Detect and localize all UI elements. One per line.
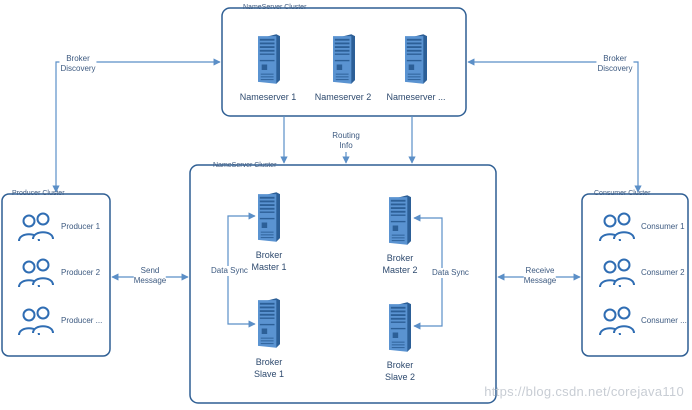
nameserver-1-icon [258, 34, 280, 84]
broker-master1-icon [258, 192, 280, 242]
routing-info-line2: Info [339, 141, 353, 150]
consumer-n-label: Consumer ... [641, 316, 687, 325]
broker-master1-line1: Broker [255, 250, 283, 260]
nameserver-n-icon [405, 34, 427, 84]
broker-cluster-box [189, 164, 497, 404]
send-message-line1: Send [140, 266, 160, 275]
consumer-cluster-title: Consumer Cluster [594, 190, 651, 197]
broker-master1-label: Broker Master 1 [251, 249, 286, 273]
broker-master2-icon [389, 195, 411, 245]
broker-discovery-left-label: Broker Discovery [59, 54, 97, 74]
broker-discovery-right-line2: Discovery [597, 64, 633, 73]
broker-discovery-right-edge [467, 58, 642, 193]
broker-master2-line1: Broker [386, 253, 414, 263]
routing-info-label: Routing Info [332, 131, 360, 151]
consumer-1-label: Consumer 1 [641, 222, 685, 231]
producer-1-label: Producer 1 [61, 222, 101, 231]
receive-message-line2: Message [523, 276, 557, 285]
producer-cluster-title: Producer Cluster [12, 190, 65, 197]
broker-slave2-icon [389, 302, 411, 352]
data-sync-left-label: Data Sync [211, 266, 248, 276]
broker-master2-label: Broker Master 2 [382, 252, 417, 276]
nameserver-n-label: Nameserver ... [386, 92, 446, 102]
broker-slave2-line2: Slave 2 [384, 372, 416, 382]
broker-slave1-icon [258, 298, 280, 348]
broker-master2-line2: Master 2 [382, 265, 418, 275]
routing-info-line1: Routing [332, 131, 360, 140]
producer-n-label: Producer ... [61, 316, 103, 325]
nameserver-2-label: Nameserver 2 [314, 92, 372, 102]
broker-slave1-line2: Slave 1 [253, 369, 285, 379]
nameserver-2-icon [333, 34, 355, 84]
broker-slave2-line1: Broker [386, 360, 414, 370]
data-sync-right-label: Data Sync [432, 268, 469, 278]
send-message-label: Send Message [133, 266, 167, 286]
broker-master1-line2: Master 1 [251, 262, 287, 272]
broker-discovery-left-edge [52, 58, 221, 193]
broker-cluster-title: NameServer Cluster [213, 162, 277, 169]
broker-discovery-right-line1: Broker [603, 54, 627, 63]
broker-discovery-left-line1: Broker [66, 54, 90, 63]
receive-message-label: Receive Message [523, 266, 557, 286]
nameserver-1-label: Nameserver 1 [239, 92, 297, 102]
watermark-text: https://blog.csdn.net/corejava110 [484, 384, 684, 399]
broker-slave1-line1: Broker [255, 357, 283, 367]
broker-discovery-left-line2: Discovery [60, 64, 96, 73]
consumer-2-label: Consumer 2 [641, 268, 685, 277]
send-message-line2: Message [133, 276, 167, 285]
receive-message-line1: Receive [525, 266, 555, 275]
broker-slave1-label: Broker Slave 1 [254, 356, 284, 380]
producer-2-label: Producer 2 [61, 268, 101, 277]
broker-slave2-label: Broker Slave 2 [385, 359, 415, 383]
nameserver-cluster-title: NameServer Cluster [243, 4, 307, 11]
broker-discovery-right-label: Broker Discovery [596, 54, 634, 74]
